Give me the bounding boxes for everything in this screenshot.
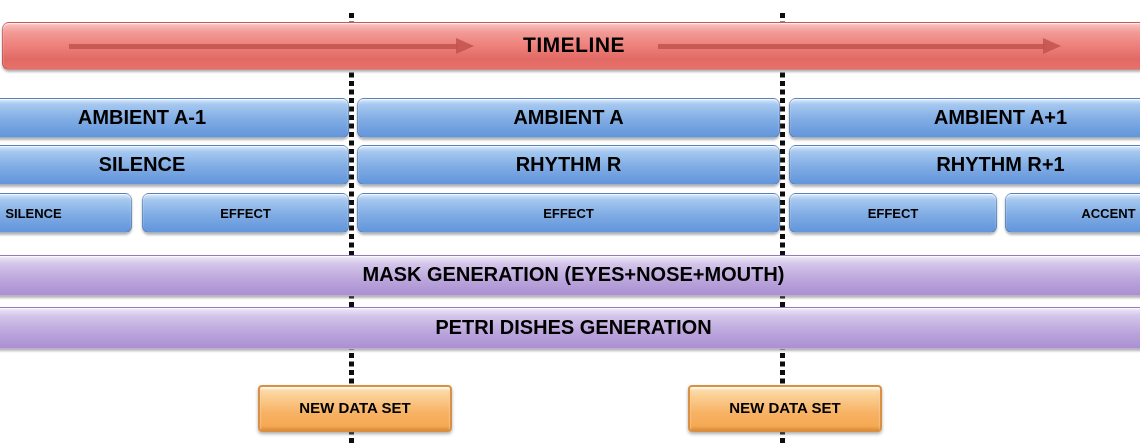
segment-label: EFFECT [220,205,271,221]
segment-label: AMBIENT A-1 [77,106,207,129]
timeline-label: TIMELINE [523,34,625,57]
segment-label: SILENCE [5,205,62,221]
timeline-arrow-left-icon [69,38,474,54]
effect-segment-2: EFFECT [357,193,780,233]
segment-label: ACCENT [1081,205,1136,221]
ambient-current-segment: AMBIENT A [357,98,780,138]
segment-label: EFFECT [543,205,594,221]
new-data-set-marker-2: NEW DATA SET [688,385,882,432]
segment-label: EFFECT [867,205,919,221]
segment-label: RHYTHM R [515,153,622,176]
new-data-set-marker-1: NEW DATA SET [258,385,452,432]
petri-dishes-generation-bar: PETRI DISHES GENERATION [0,307,1140,349]
segment-label: SILENCE [98,153,186,176]
rhythm-next-segment: RHYTHM R+1 [789,145,1140,185]
segment-label: RHYTHM R+1 [936,153,1065,176]
ambient-prev-segment: AMBIENT A-1 [0,98,349,138]
rhythm-silence-segment: SILENCE [0,145,349,185]
effect-silence-segment: SILENCE [0,193,132,233]
effect-accent-segment: ACCENT [1005,193,1140,233]
timeline-bar: TIMELINE [2,22,1140,70]
segment-label: AMBIENT A+1 [933,106,1068,129]
marker-label: NEW DATA SET [299,400,411,417]
bar-label: PETRI DISHES GENERATION [435,316,712,339]
section-divider-line-2 [780,13,785,446]
bar-label: MASK GENERATION (EYES+NOSE+MOUTH) [362,264,785,286]
rhythm-current-segment: RHYTHM R [357,145,780,185]
section-divider-line-1 [349,13,354,446]
timeline-arrow-right-icon [658,38,1061,54]
ambient-next-segment: AMBIENT A+1 [789,98,1140,138]
marker-label: NEW DATA SET [729,400,841,417]
effect-segment-1: EFFECT [142,193,349,233]
segment-label: AMBIENT A [513,106,624,129]
mask-generation-bar: MASK GENERATION (EYES+NOSE+MOUTH) [0,255,1140,296]
effect-segment-3: EFFECT [789,193,997,233]
